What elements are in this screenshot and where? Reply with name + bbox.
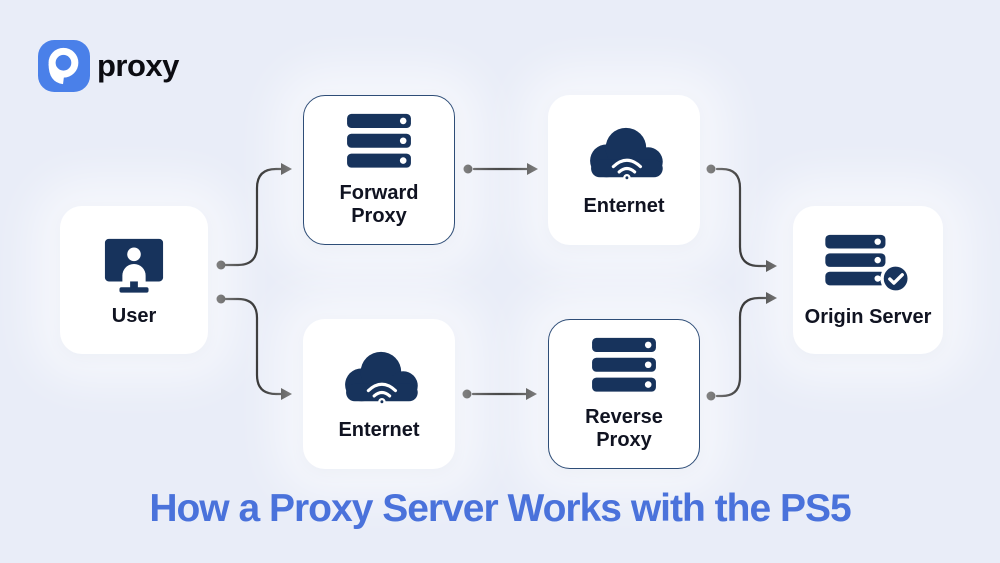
node-enternet-bottom: Enternet <box>303 319 455 469</box>
connector-forward-proxy-enternet <box>463 163 538 175</box>
brand-name: proxy <box>97 48 179 83</box>
connector-user-forward-proxy <box>216 163 292 270</box>
server-stack-icon <box>592 338 656 392</box>
connector-enternet-reverse-proxy <box>462 388 537 400</box>
nine-proxy-logo-icon <box>38 40 90 92</box>
node-enternet-top: Enternet <box>548 95 700 245</box>
node-user-label: User <box>111 304 157 327</box>
node-forward-proxy-label: Forward Proxy <box>339 182 419 227</box>
connector-enternet-origin-server <box>706 164 777 272</box>
node-enternet-top-label: Enternet <box>583 194 665 217</box>
connector-reverse-proxy-origin-server <box>706 292 777 401</box>
node-origin-server-label: Origin Server <box>804 305 932 328</box>
node-enternet-bottom-label: Enternet <box>338 418 420 441</box>
node-reverse-proxy: Reverse Proxy <box>548 319 700 469</box>
server-check-icon <box>825 234 911 294</box>
page-title: How a Proxy Server Works with the PS5 <box>149 487 851 530</box>
node-user: User <box>60 206 208 354</box>
brand-logo: proxy <box>38 40 179 92</box>
cloud-wifi-icon <box>345 351 418 406</box>
user-monitor-icon <box>104 238 164 293</box>
node-forward-proxy: Forward Proxy <box>303 95 455 245</box>
node-reverse-proxy-label: Reverse Proxy <box>585 406 663 451</box>
cloud-wifi-icon <box>590 127 663 182</box>
node-origin-server: Origin Server <box>793 206 943 354</box>
connector-user-enternet-bottom <box>216 294 292 400</box>
server-stack-icon <box>347 114 411 168</box>
